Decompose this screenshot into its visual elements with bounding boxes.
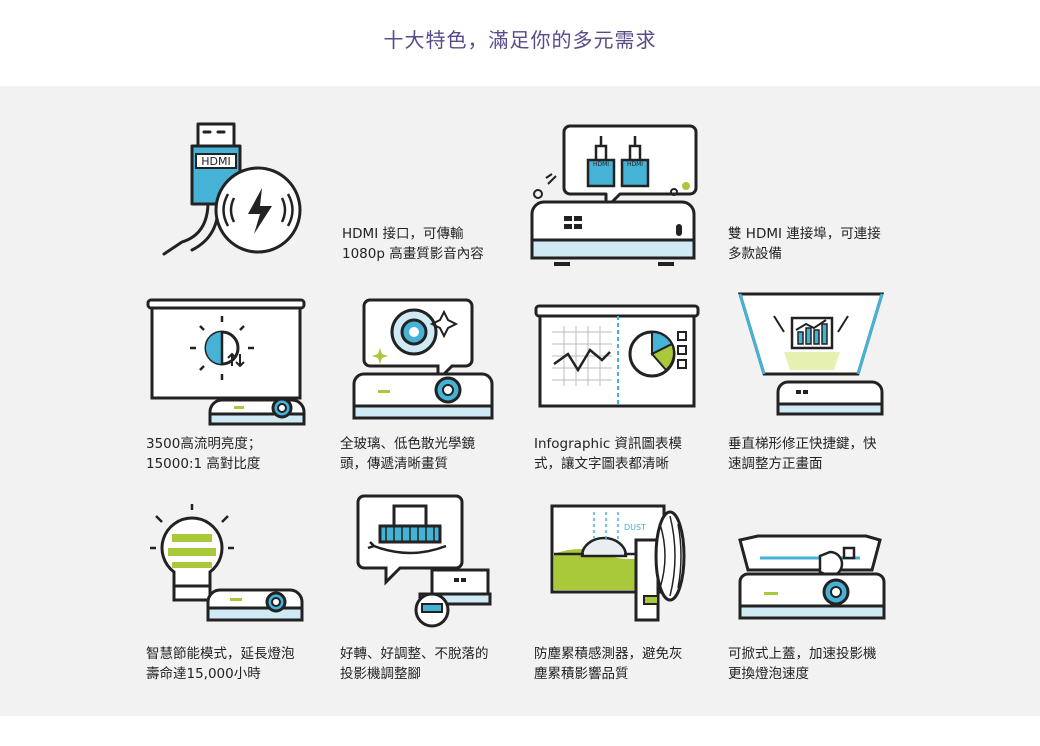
glass-lens-icon [352, 298, 496, 428]
lamp-bulb-icon [150, 504, 310, 628]
dust-label: DUST [624, 523, 646, 532]
feature-caption-lamp-cover: 可掀式上蓋，加速投影機更換燈泡速度 [728, 646, 877, 682]
page-title: 十大特色，滿足你的多元需求 [383, 28, 657, 52]
feature-caption-easy-adjust: 好轉、好調整、不脫落的投影機調整腳 [340, 646, 489, 682]
footer-space [0, 716, 1040, 746]
feature-caption-dust-sensor: 防塵累積感測器，避免灰塵累積影響品質 [534, 646, 683, 682]
svg-text:HDMI: HDMI [593, 161, 609, 168]
feature-caption-glass-lens: 全玻璃、低色散光學鏡頭，傳遞清晰畫質 [340, 436, 475, 472]
feature-caption-dual-hdmi: 雙 HDMI 連接埠，可連接多款設備 [728, 226, 881, 262]
lamp-cover-icon [738, 530, 886, 624]
dual-hdmi-projector-icon: HDMI HDMI [530, 122, 710, 272]
feature-caption-infographic: Infographic 資訊圖表模式，讓文字圖表都清晰 [534, 436, 683, 472]
adjust-knob-icon [356, 494, 496, 630]
dust-sensor-icon: DUST [550, 504, 700, 628]
header: 十大特色，滿足你的多元需求 [0, 0, 1040, 86]
infographic-screen-icon [534, 302, 700, 422]
feature-caption-brightness: 3500高流明亮度；15000:1 高對比度 [146, 436, 262, 472]
hdmi-label: HDMI [201, 155, 230, 168]
svg-text:HDMI: HDMI [627, 161, 643, 168]
hdmi-charge-icon: HDMI [160, 122, 310, 264]
keystone-icon [737, 292, 886, 416]
brightness-screen-icon [146, 298, 308, 428]
feature-caption-keystone: 垂直梯形修正快捷鍵，快速調整方正畫面 [728, 436, 877, 472]
feature-caption-eco-mode: 智慧節能模式，延長燈泡壽命達15,000小時 [146, 646, 295, 682]
